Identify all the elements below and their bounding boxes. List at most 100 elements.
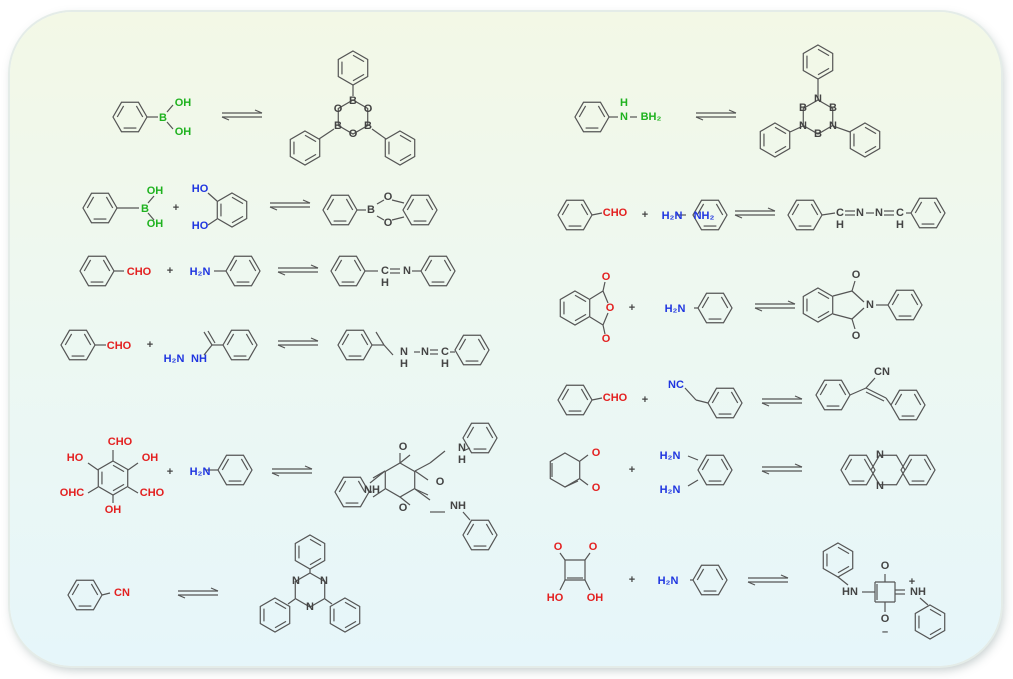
bond	[837, 546, 850, 555]
bond	[574, 294, 587, 303]
bond	[863, 458, 872, 471]
bond	[207, 330, 216, 344]
atom-label: O	[364, 103, 373, 115]
atom-label: B	[799, 102, 807, 114]
bond	[341, 333, 350, 346]
atom-label: O	[399, 502, 408, 514]
bond	[352, 54, 365, 63]
atom-label: O	[592, 447, 601, 459]
bond	[310, 337, 319, 342]
bond	[302, 199, 311, 204]
atom-label: OH	[175, 126, 192, 138]
bond	[864, 145, 877, 154]
bond	[352, 73, 365, 82]
bond	[865, 377, 876, 389]
bond	[817, 48, 830, 57]
bond	[787, 300, 796, 305]
atom-label: HN	[842, 586, 858, 598]
bond	[791, 203, 800, 216]
benzene-ring	[707, 387, 743, 419]
bond	[309, 557, 322, 566]
benzene-ring	[420, 255, 456, 287]
atom-label: H	[441, 358, 449, 370]
benzene-ring	[697, 454, 733, 486]
cyclohexane-trione-ring	[384, 462, 416, 498]
bond	[90, 583, 99, 596]
atom-label: O	[349, 128, 358, 140]
diagram-panel	[10, 12, 1001, 666]
benzene-ring	[334, 476, 370, 508]
bond	[919, 597, 929, 606]
bond	[865, 391, 885, 402]
bond	[369, 470, 386, 484]
equilibrium-arrow	[695, 109, 737, 121]
bond	[326, 198, 335, 211]
bond	[591, 397, 603, 401]
atom-label: H	[458, 454, 466, 466]
atom-label: N	[876, 480, 884, 492]
atom-label: B	[367, 204, 375, 216]
bond	[274, 620, 287, 629]
atom-label: –	[882, 626, 888, 638]
bond	[687, 455, 699, 461]
bond	[695, 116, 704, 121]
bond	[414, 470, 429, 481]
bond	[929, 608, 942, 617]
bond	[580, 203, 589, 216]
bond	[207, 192, 218, 202]
bond	[226, 333, 235, 346]
bond	[399, 454, 411, 464]
bond	[274, 601, 287, 610]
atom-label: BH₂	[641, 111, 662, 123]
atom-label: H	[400, 358, 408, 370]
bond	[376, 199, 385, 205]
bond	[579, 478, 589, 486]
bond	[376, 215, 385, 221]
bond	[933, 201, 942, 214]
bond	[429, 450, 446, 464]
bond	[87, 462, 99, 471]
bond	[684, 387, 697, 401]
benzene-ring	[900, 454, 936, 486]
equilibrium-arrow	[277, 264, 319, 276]
bond	[838, 383, 847, 396]
bond	[424, 259, 433, 272]
equilibrium-arrow	[269, 199, 311, 211]
equilibrium-arrow	[761, 395, 803, 407]
bond	[761, 402, 770, 407]
atom-label: NH	[364, 484, 380, 496]
bond	[720, 458, 729, 471]
atom-label: O	[881, 613, 890, 625]
atom-label: N	[400, 346, 408, 358]
bond	[559, 579, 566, 591]
benzene-ring	[462, 519, 498, 551]
bond	[851, 280, 856, 292]
bond	[86, 196, 95, 209]
bond	[177, 594, 186, 599]
bond	[715, 568, 724, 581]
benzene-ring	[112, 101, 148, 133]
atom-label: N	[292, 575, 300, 587]
bond	[102, 259, 111, 272]
bond	[360, 333, 369, 346]
bond	[819, 383, 828, 396]
benzene-ring	[802, 287, 834, 323]
bond	[715, 203, 724, 216]
atom-label: OH	[147, 218, 164, 230]
bond	[231, 215, 244, 224]
bond	[602, 290, 609, 304]
atom-label: O	[436, 476, 445, 488]
atom-label: OH	[147, 185, 164, 197]
benzene-ring	[840, 454, 876, 486]
bond	[414, 462, 431, 472]
bond	[780, 574, 789, 579]
atom-label: CN	[874, 366, 890, 378]
bond	[166, 104, 174, 113]
bond	[231, 196, 244, 205]
benzene-ring	[890, 389, 926, 421]
atom-label: N	[421, 346, 429, 358]
bond	[135, 105, 144, 118]
bond	[83, 333, 92, 346]
benzene-ring	[217, 454, 253, 486]
